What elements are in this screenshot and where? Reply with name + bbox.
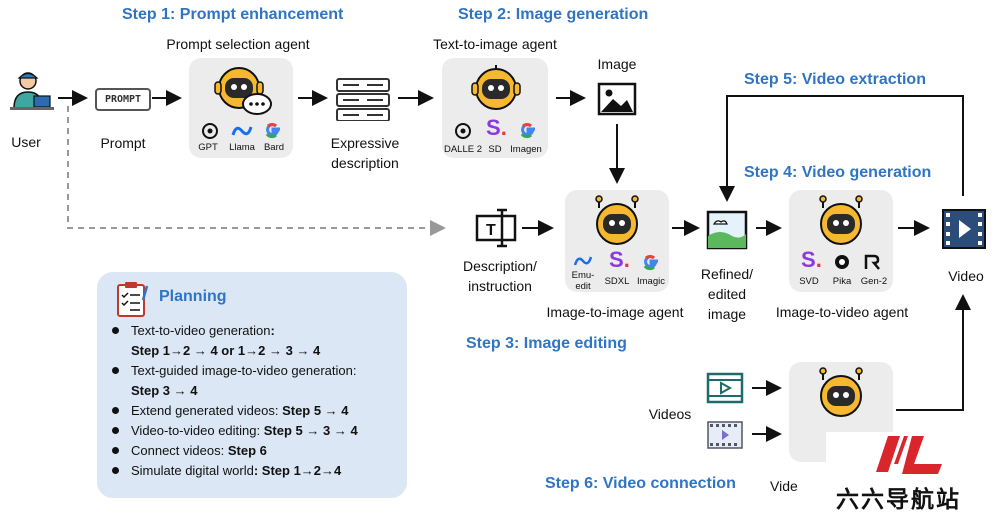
video-clip-icon: [706, 372, 744, 404]
stability-s-icon: S.: [801, 247, 822, 272]
document-stack-icon: [336, 78, 390, 121]
robot-icon: [471, 65, 521, 110]
robot-icon: [595, 195, 639, 245]
i2i-agent-card: S. Emu- edit SDXL Imagic: [565, 190, 669, 292]
step-3-title: Step 3: Image editing: [466, 335, 627, 352]
prompt-agent-card: GPT Llama Bard: [189, 58, 293, 158]
model-sd: SD: [488, 144, 502, 155]
video-extraction-loop: [719, 95, 964, 202]
planning-item: Extend generated videos: Step 5 → 4: [109, 402, 404, 419]
planning-item: Text-guided image-to-video generation:: [109, 362, 404, 379]
prompt-agent-label: Prompt selection agent: [166, 36, 310, 52]
step-6-title: Step 6: Video connection: [545, 475, 736, 492]
meta-icon: [573, 256, 593, 266]
vc-agent-label-partial: Vide: [770, 478, 798, 494]
model-imagic: Imagic: [637, 276, 665, 287]
refined-label-3: image: [707, 306, 747, 322]
openai-icon: [202, 123, 218, 139]
prompt-label: Prompt: [100, 135, 146, 151]
image-label: Image: [597, 56, 637, 72]
t2i-agent-card: S. DALLE 2 SD Imagen: [442, 58, 548, 158]
i2v-agent-card: S. SVD Pika Gen-2: [789, 190, 893, 292]
prompt-tag: PROMPT: [95, 88, 151, 111]
svg-text:T: T: [486, 222, 496, 239]
planning-item: Simulate digital world: Step 1→2→4: [109, 462, 404, 479]
step-2-title: Step 2: Image generation: [458, 6, 649, 23]
refined-image-icon: [706, 210, 748, 250]
model-imagen: Imagen: [510, 144, 542, 155]
i2i-agent-label: Image-to-image agent: [546, 304, 684, 320]
planning-item: Connect videos: Step 6: [109, 442, 404, 459]
robot-icon: [214, 67, 272, 115]
pika-icon: [835, 255, 849, 269]
refined-label-1: Refined/: [700, 266, 754, 282]
google-icon: [643, 255, 658, 271]
model-llama: Llama: [229, 142, 255, 153]
model-gpt: GPT: [198, 142, 218, 153]
t2i-agent-label: Text-to-image agent: [433, 36, 557, 52]
google-icon: [265, 123, 280, 139]
clipboard-icon: [117, 282, 149, 317]
model-sdxl: SDXL: [604, 276, 630, 287]
user-label: User: [11, 134, 41, 150]
planning-title: Planning: [159, 288, 227, 305]
step-1-title: Step 1: Prompt enhancement: [122, 6, 344, 23]
watermark: 六六导航站: [826, 432, 1000, 512]
expressive-label-1: Expressive: [330, 135, 400, 151]
planning-item: Step 3 → 4: [131, 383, 198, 398]
film-strip-icon: [707, 421, 743, 449]
stability-s-icon: S.: [609, 247, 630, 272]
model-svd: SVD: [799, 276, 819, 287]
image-icon: [597, 82, 637, 116]
expressive-label-2: description: [331, 155, 399, 171]
user-icon: [10, 72, 54, 110]
model-pika: Pika: [832, 276, 852, 287]
arrow-vc-video: [896, 294, 971, 411]
description-label-2: instruction: [468, 278, 532, 294]
model-emu-2: edit: [575, 281, 591, 292]
watermark-logo-icon: [876, 436, 942, 474]
model-emu-1: Emu-: [571, 270, 595, 281]
refined-label-2: edited: [707, 286, 747, 302]
planning-box: Planning Text-to-video generation: Step …: [97, 272, 407, 498]
model-dalle: DALLE 2: [443, 144, 483, 155]
runway-icon: [864, 254, 880, 270]
model-bard: Bard: [263, 142, 285, 153]
videos-label: Videos: [648, 406, 692, 422]
planning-list: Text-to-video generation: Step 1→2 → 4 o…: [109, 322, 404, 482]
planning-item: Text-to-video generation:: [109, 322, 404, 339]
video-label: Video: [948, 268, 984, 284]
text-tool-icon: T: [475, 208, 517, 248]
openai-icon: [455, 123, 471, 139]
step-4-title: Step 4: Video generation: [744, 164, 932, 181]
dashed-user-to-description: [67, 106, 446, 236]
robot-icon: [819, 195, 863, 245]
step-5-title: Step 5: Video extraction: [744, 71, 926, 88]
planning-item: Video-to-video editing: Step 5 → 3 → 4: [109, 422, 404, 439]
video-icon: [942, 209, 986, 249]
stability-s-icon: S.: [486, 115, 507, 140]
robot-icon: [819, 367, 863, 417]
google-icon: [520, 123, 535, 139]
model-gen2: Gen-2: [860, 276, 888, 287]
i2v-agent-label: Image-to-video agent: [775, 304, 909, 320]
description-label-1: Description/: [463, 258, 537, 274]
meta-icon: [231, 126, 253, 136]
watermark-text: 六六导航站: [836, 486, 961, 512]
planning-item: Step 1→2 → 4 or 1→2 → 3 → 4: [131, 343, 321, 358]
